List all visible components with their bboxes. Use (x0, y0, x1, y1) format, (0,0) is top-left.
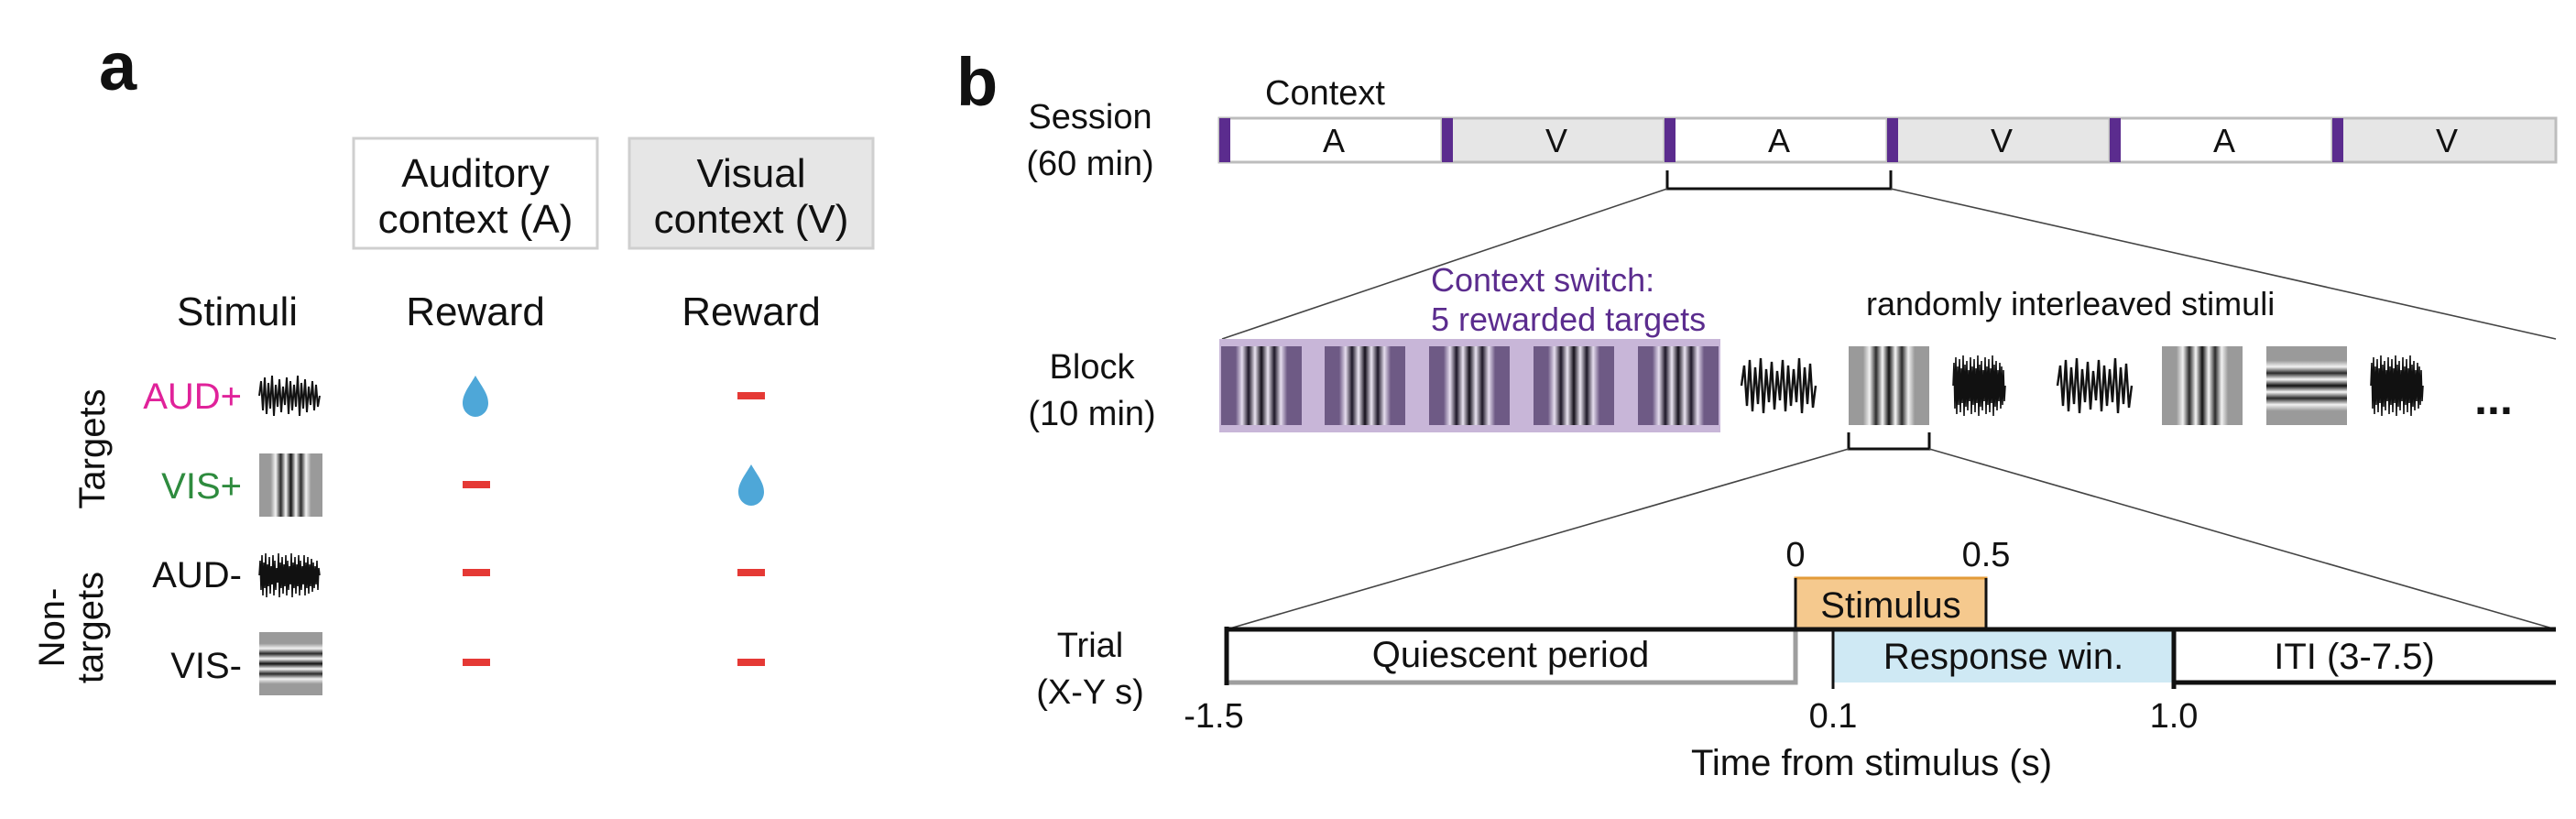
session-block-label: A (1323, 122, 1345, 159)
session-block (1663, 116, 1889, 164)
tick-label-minus-1-5: -1.5 (1184, 697, 1243, 736)
auditory-context-line2: context (A) (378, 197, 573, 242)
block-zoom-bracket (1847, 432, 1931, 451)
context-switch-marker (1665, 118, 1675, 162)
row-label-vis-minus: VIS- (170, 646, 242, 686)
context-switch-marker (1219, 118, 1230, 162)
stimulus-label: Stimulus (1820, 585, 1960, 626)
targets-group-label: Targets (72, 388, 113, 508)
block-stimulus-noise (2056, 357, 2134, 414)
block-stimulus-vertical-grating (1638, 346, 1719, 425)
session-label-line2: (60 min) (1026, 145, 1153, 183)
visual-context-line1: Visual (696, 151, 805, 196)
session-zoom-bracket (1665, 170, 1893, 191)
stimuli-header: Stimuli (177, 289, 298, 334)
auditory-context-line1: Auditory (401, 151, 549, 196)
time-axis-label: Time from stimulus (s) (1691, 743, 2052, 783)
no-reward-visual-vis-minus (737, 659, 765, 666)
reward-header-auditory: Reward (406, 289, 545, 334)
context-switch-marker (2110, 118, 2121, 162)
zoom-line-left (1221, 188, 1668, 340)
row-label-aud-minus: AUD- (152, 555, 242, 595)
reward-drop-auditory-aud-plus (463, 376, 488, 417)
session-block-label: V (1991, 122, 2013, 159)
context-switch-marker (1442, 118, 1453, 162)
session-bar: A V A V A V (1217, 116, 2558, 164)
panel-a-letter: a (99, 28, 137, 104)
auditory-context-box (352, 136, 599, 250)
block-stimulus-vertical-grating (1534, 346, 1614, 425)
tick-label-0-1: 0.1 (1809, 697, 1858, 736)
block-stimulus-noise-dense (2370, 355, 2424, 417)
no-reward-visual-aud-minus (737, 569, 765, 576)
zoom-line-left (1226, 448, 1850, 630)
trial-label-line1: Trial (1057, 627, 1123, 665)
no-reward-auditory-vis-plus (463, 481, 490, 488)
session-block (1217, 116, 1444, 164)
row-label-vis-plus: VIS+ (161, 466, 242, 507)
block-stimulus-vertical-grating (1325, 346, 1405, 425)
block-stimulus-noise-dense (1952, 355, 2006, 417)
block-stimulus-vertical-grating (2162, 346, 2243, 425)
block-stimulus-vertical-grating (1849, 346, 1929, 425)
session-block-label: A (1768, 122, 1790, 159)
zoom-line-right (1928, 448, 2557, 630)
nontargets-group-label-line1: Non- (32, 588, 72, 668)
block-stimulus-vertical-grating (1429, 346, 1510, 425)
iti-label: ITI (3-7.5) (2274, 637, 2435, 677)
tick-label-1-0: 1.0 (2150, 697, 2199, 736)
panel-b: b Session (60 min) Context A V A V A V (956, 44, 2558, 783)
no-reward-auditory-aud-minus (463, 569, 490, 576)
trial-label-line2: (X-Y s) (1036, 673, 1144, 712)
session-label-line1: Session (1028, 98, 1152, 136)
session-block (2108, 116, 2334, 164)
block-stimulus-horizontal-grating (2266, 346, 2347, 425)
tick-label-0: 0 (1785, 536, 1805, 574)
session-block-label: A (2213, 122, 2235, 159)
stimulus-noise-aud-minus (258, 552, 321, 598)
context-switch-marker (1887, 118, 1898, 162)
session-block-label: V (1545, 122, 1567, 159)
session-block-label: V (2436, 122, 2458, 159)
response-window-label: Response win. (1883, 637, 2123, 677)
panel-a: a Auditory context (A) Visual context (V… (32, 28, 875, 695)
tick-label-0-5: 0.5 (1962, 536, 2011, 574)
stimulus-noise-aud-plus (258, 375, 321, 417)
response-window (1833, 629, 2174, 682)
block-stimulus-vertical-grating (1221, 346, 1302, 425)
context-switch-label-line2: 5 rewarded targets (1431, 300, 1706, 338)
nontargets-group-label-line2: targets (71, 572, 111, 683)
row-label-aud-plus: AUD+ (143, 377, 242, 417)
context-switch-marker (2332, 118, 2343, 162)
quiescent-period-label: Quiescent period (1372, 635, 1649, 675)
no-reward-visual-aud-plus (737, 392, 765, 399)
context-label: Context (1265, 74, 1385, 113)
reward-drop-visual-vis-plus (738, 464, 764, 506)
panel-b-letter: b (956, 44, 998, 120)
reward-header-visual: Reward (682, 289, 821, 334)
visual-context-box (628, 136, 875, 250)
block-label-line1: Block (1050, 348, 1136, 387)
zoom-line-right (1890, 188, 2557, 340)
context-switch-label-line1: Context switch: (1431, 261, 1654, 299)
no-reward-auditory-vis-minus (463, 659, 490, 666)
block-ellipsis: ... (2474, 373, 2513, 424)
block-stimulus-noise (1740, 357, 1817, 414)
stimulus-horizontal-grating-vis-minus (259, 632, 322, 695)
block-label-line2: (10 min) (1028, 395, 1155, 433)
interleaved-stimuli-label: randomly interleaved stimuli (1866, 285, 2275, 322)
stimulus-vertical-grating-vis-plus (259, 453, 322, 517)
visual-context-line2: context (V) (654, 197, 849, 242)
